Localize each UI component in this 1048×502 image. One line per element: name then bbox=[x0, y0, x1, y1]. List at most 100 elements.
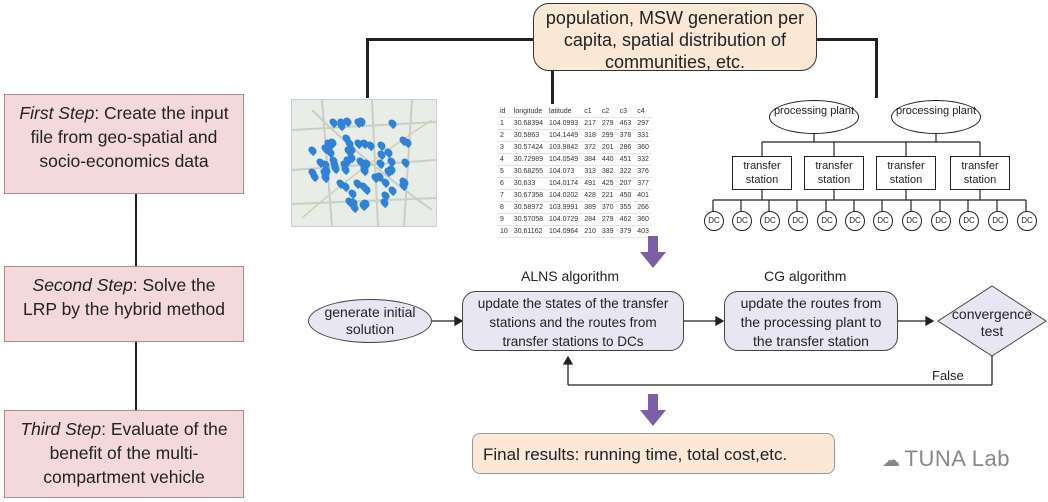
table-cell: 491 bbox=[581, 177, 599, 190]
table-cell: 401 bbox=[634, 189, 652, 202]
table-cell: 30.58972 bbox=[510, 201, 546, 214]
watermark: ☁TUNA Lab bbox=[882, 446, 1010, 472]
table-cell: 332 bbox=[634, 153, 652, 166]
transfer-station-2: transfer station bbox=[804, 156, 864, 190]
table-cell: 339 bbox=[598, 225, 617, 238]
convergence-test-text: convergence test bbox=[951, 306, 1033, 339]
table-cell: 4 bbox=[497, 153, 511, 166]
dc-node: DC bbox=[788, 211, 808, 231]
table-cell: 210 bbox=[581, 225, 599, 238]
step-connector-2 bbox=[135, 342, 137, 410]
watermark-text: TUNA Lab bbox=[904, 446, 1010, 471]
table-cell: 284 bbox=[581, 213, 599, 226]
false-label: False bbox=[932, 368, 964, 383]
table-cell: 377 bbox=[634, 177, 652, 190]
dc-node: DC bbox=[732, 211, 752, 231]
table-cell: 463 bbox=[616, 117, 635, 130]
processing-plant-2: processing plant bbox=[891, 100, 981, 134]
table-cell: 104.0964 bbox=[546, 225, 582, 238]
table-cell: 3 bbox=[497, 141, 511, 154]
table-cell: 5 bbox=[497, 165, 511, 178]
note-connector-right-h bbox=[816, 38, 878, 41]
generate-solution-node: generate initial solution bbox=[308, 299, 432, 343]
table-cell: 104.0993 bbox=[546, 117, 582, 130]
table-cell: 1 bbox=[497, 117, 511, 130]
update-routes-text: update the routes from the processing pl… bbox=[740, 295, 882, 349]
table-cell: 104.0202 bbox=[546, 189, 582, 202]
table-cell: 462 bbox=[616, 213, 635, 226]
table-cell: 207 bbox=[616, 177, 635, 190]
table-cell: 376 bbox=[634, 165, 652, 178]
table-cell: 30.633 bbox=[510, 177, 546, 190]
third-step-box: Third Step: Evaluate of the benefit of t… bbox=[4, 410, 244, 498]
transfer-station-label: transfer station bbox=[961, 160, 999, 186]
processing-plant-label: processing plant bbox=[773, 105, 855, 117]
table-cell: 425 bbox=[598, 177, 617, 190]
note-connector-right-v bbox=[875, 38, 878, 98]
table-header-cell: id bbox=[497, 106, 511, 118]
first-step-lead: First Step bbox=[19, 103, 95, 123]
table-cell: 299 bbox=[598, 129, 617, 142]
table-cell: 104.0174 bbox=[546, 177, 582, 190]
processing-plant-1: processing plant bbox=[769, 100, 859, 134]
second-step-box: Second Step: Solve the LRP by the hybrid… bbox=[4, 266, 244, 342]
dc-node: DC bbox=[959, 211, 979, 231]
note-connector-left-v bbox=[366, 38, 369, 98]
first-step-box: First Step: Create the input file from g… bbox=[4, 94, 244, 194]
wechat-icon: ☁ bbox=[882, 450, 901, 470]
table-cell: 379 bbox=[616, 225, 635, 238]
table-cell: 6 bbox=[497, 177, 511, 190]
table-cell: 8 bbox=[497, 201, 511, 214]
table-cell: 450 bbox=[616, 189, 635, 202]
third-step-lead: Third Step bbox=[20, 419, 102, 439]
alns-label: ALNS algorithm bbox=[521, 268, 620, 284]
dc-node: DC bbox=[817, 211, 837, 231]
table-header-cell: latitude bbox=[546, 106, 582, 118]
table-cell: 360 bbox=[634, 141, 652, 154]
table-cell: 279 bbox=[598, 213, 617, 226]
table-cell: 372 bbox=[581, 141, 599, 154]
cg-label: CG algorithm bbox=[764, 268, 847, 284]
transfer-station-1: transfer station bbox=[732, 156, 792, 190]
dc-node: DC bbox=[988, 211, 1008, 231]
first-step-text: : Create the input file from geo-spatial… bbox=[30, 103, 229, 171]
table-cell: 451 bbox=[616, 153, 635, 166]
table-cell: 30.72989 bbox=[510, 153, 546, 166]
table-cell: 322 bbox=[616, 165, 635, 178]
note-connector-left-h bbox=[367, 38, 534, 41]
update-states-node: update the states of the transfer statio… bbox=[462, 291, 684, 351]
table-cell: 279 bbox=[598, 117, 617, 130]
table-cell: 30.68255 bbox=[510, 165, 546, 178]
third-step-text: : Evaluate of the benefit of the multi-c… bbox=[43, 419, 228, 487]
table-cell: 7 bbox=[497, 189, 511, 202]
generate-solution-text: generate initial solution bbox=[324, 304, 416, 337]
transfer-station-label: transfer station bbox=[887, 160, 925, 186]
table-cell: 103.9842 bbox=[546, 141, 582, 154]
final-results-box: Final results: running time, total cost,… bbox=[472, 433, 835, 474]
table-cell: 30.61162 bbox=[510, 225, 546, 238]
note-connector-mid-v bbox=[551, 70, 554, 104]
table-cell: 428 bbox=[581, 189, 599, 202]
dc-node: DC bbox=[760, 211, 780, 231]
table-cell: 30.68394 bbox=[510, 117, 546, 130]
table-cell: 378 bbox=[616, 129, 635, 142]
map-thumbnail bbox=[291, 99, 437, 227]
convergence-test-label: convergence test bbox=[946, 306, 1038, 340]
table-cell: 30.57424 bbox=[510, 141, 546, 154]
table-cell: 370 bbox=[598, 201, 617, 214]
dc-node: DC bbox=[704, 211, 724, 231]
dc-node: DC bbox=[931, 211, 951, 231]
processing-plant-label: processing plant bbox=[895, 105, 977, 117]
table-header-cell: c2 bbox=[598, 106, 617, 118]
update-routes-node: update the routes from the processing pl… bbox=[724, 291, 898, 351]
table-header-cell: c4 bbox=[634, 106, 652, 118]
data-note-box: population, MSW generation per capita, s… bbox=[533, 3, 817, 72]
data-note-text: population, MSW generation per capita, s… bbox=[545, 8, 805, 72]
table-cell: 403 bbox=[634, 225, 652, 238]
